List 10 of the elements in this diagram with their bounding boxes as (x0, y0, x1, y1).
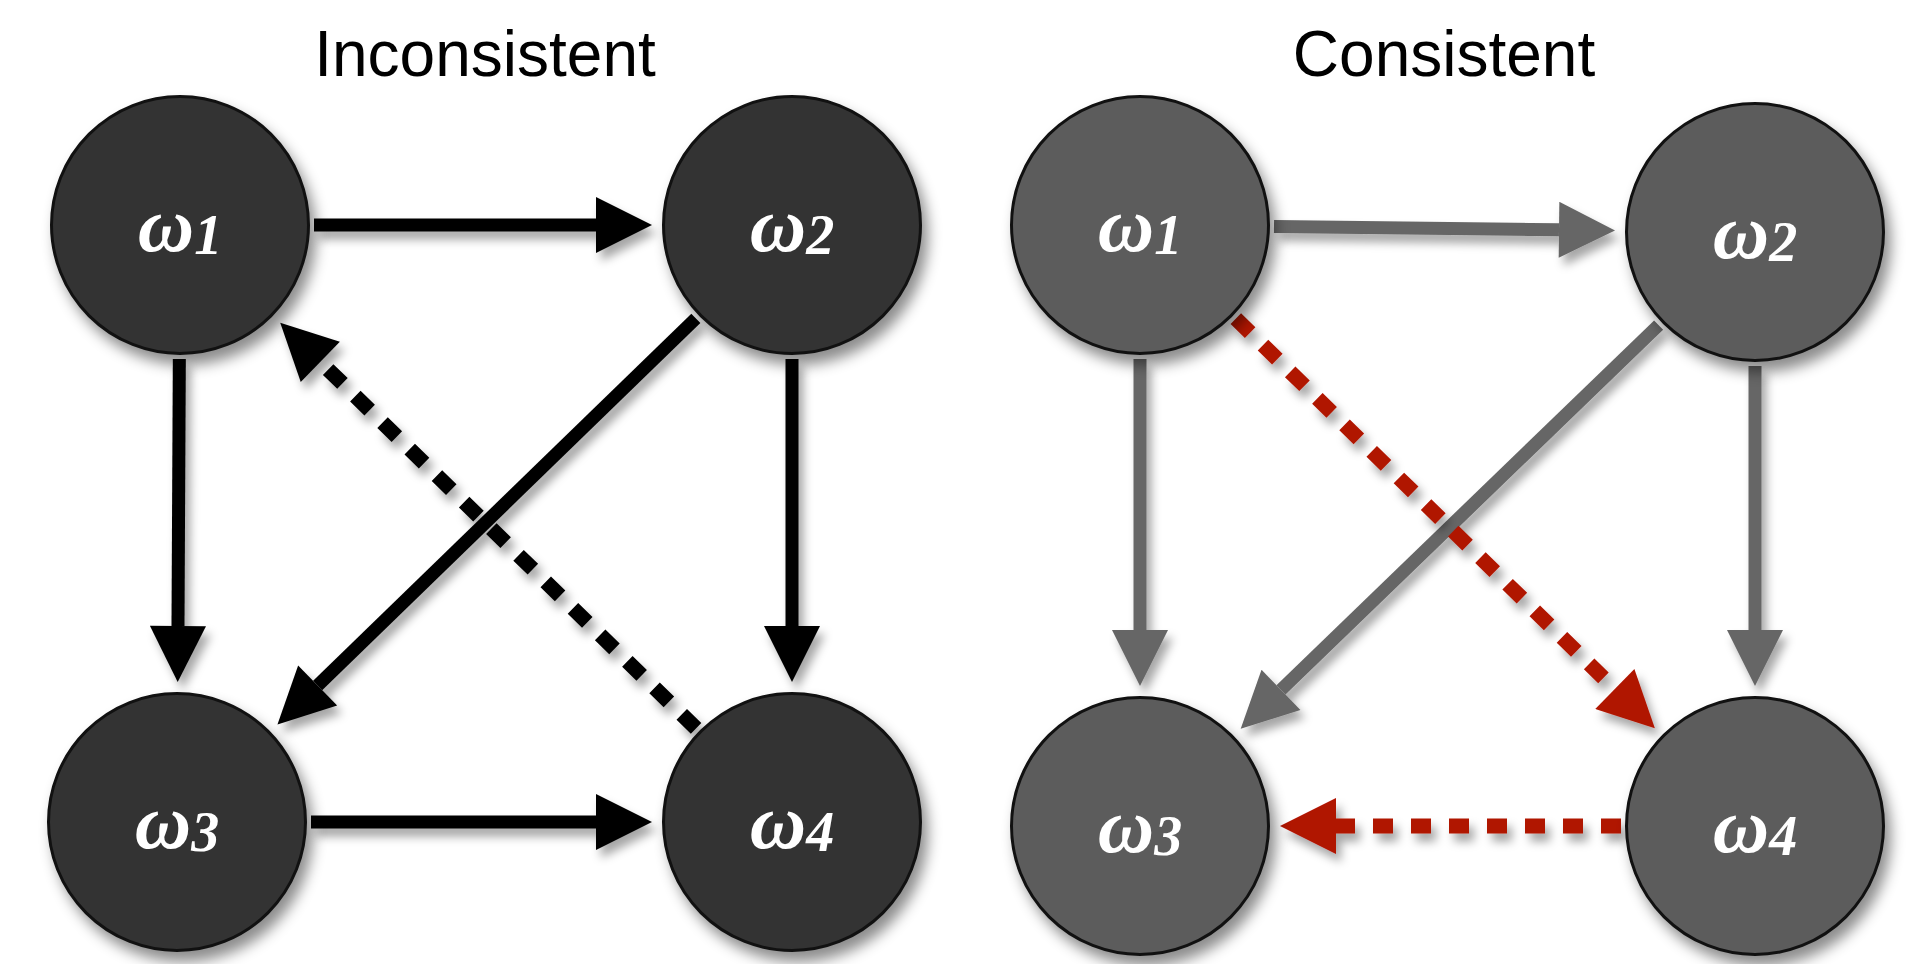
dashed-arrow (1280, 798, 1621, 854)
arrow (314, 197, 652, 253)
arrow (1727, 366, 1783, 686)
arrow (1273, 201, 1615, 258)
panel-title: Inconsistent (314, 22, 656, 86)
arrow (764, 359, 820, 682)
arrow (311, 794, 652, 850)
arrow (1112, 359, 1168, 686)
panel-title: Consistent (1292, 22, 1596, 86)
arrow (150, 358, 206, 682)
